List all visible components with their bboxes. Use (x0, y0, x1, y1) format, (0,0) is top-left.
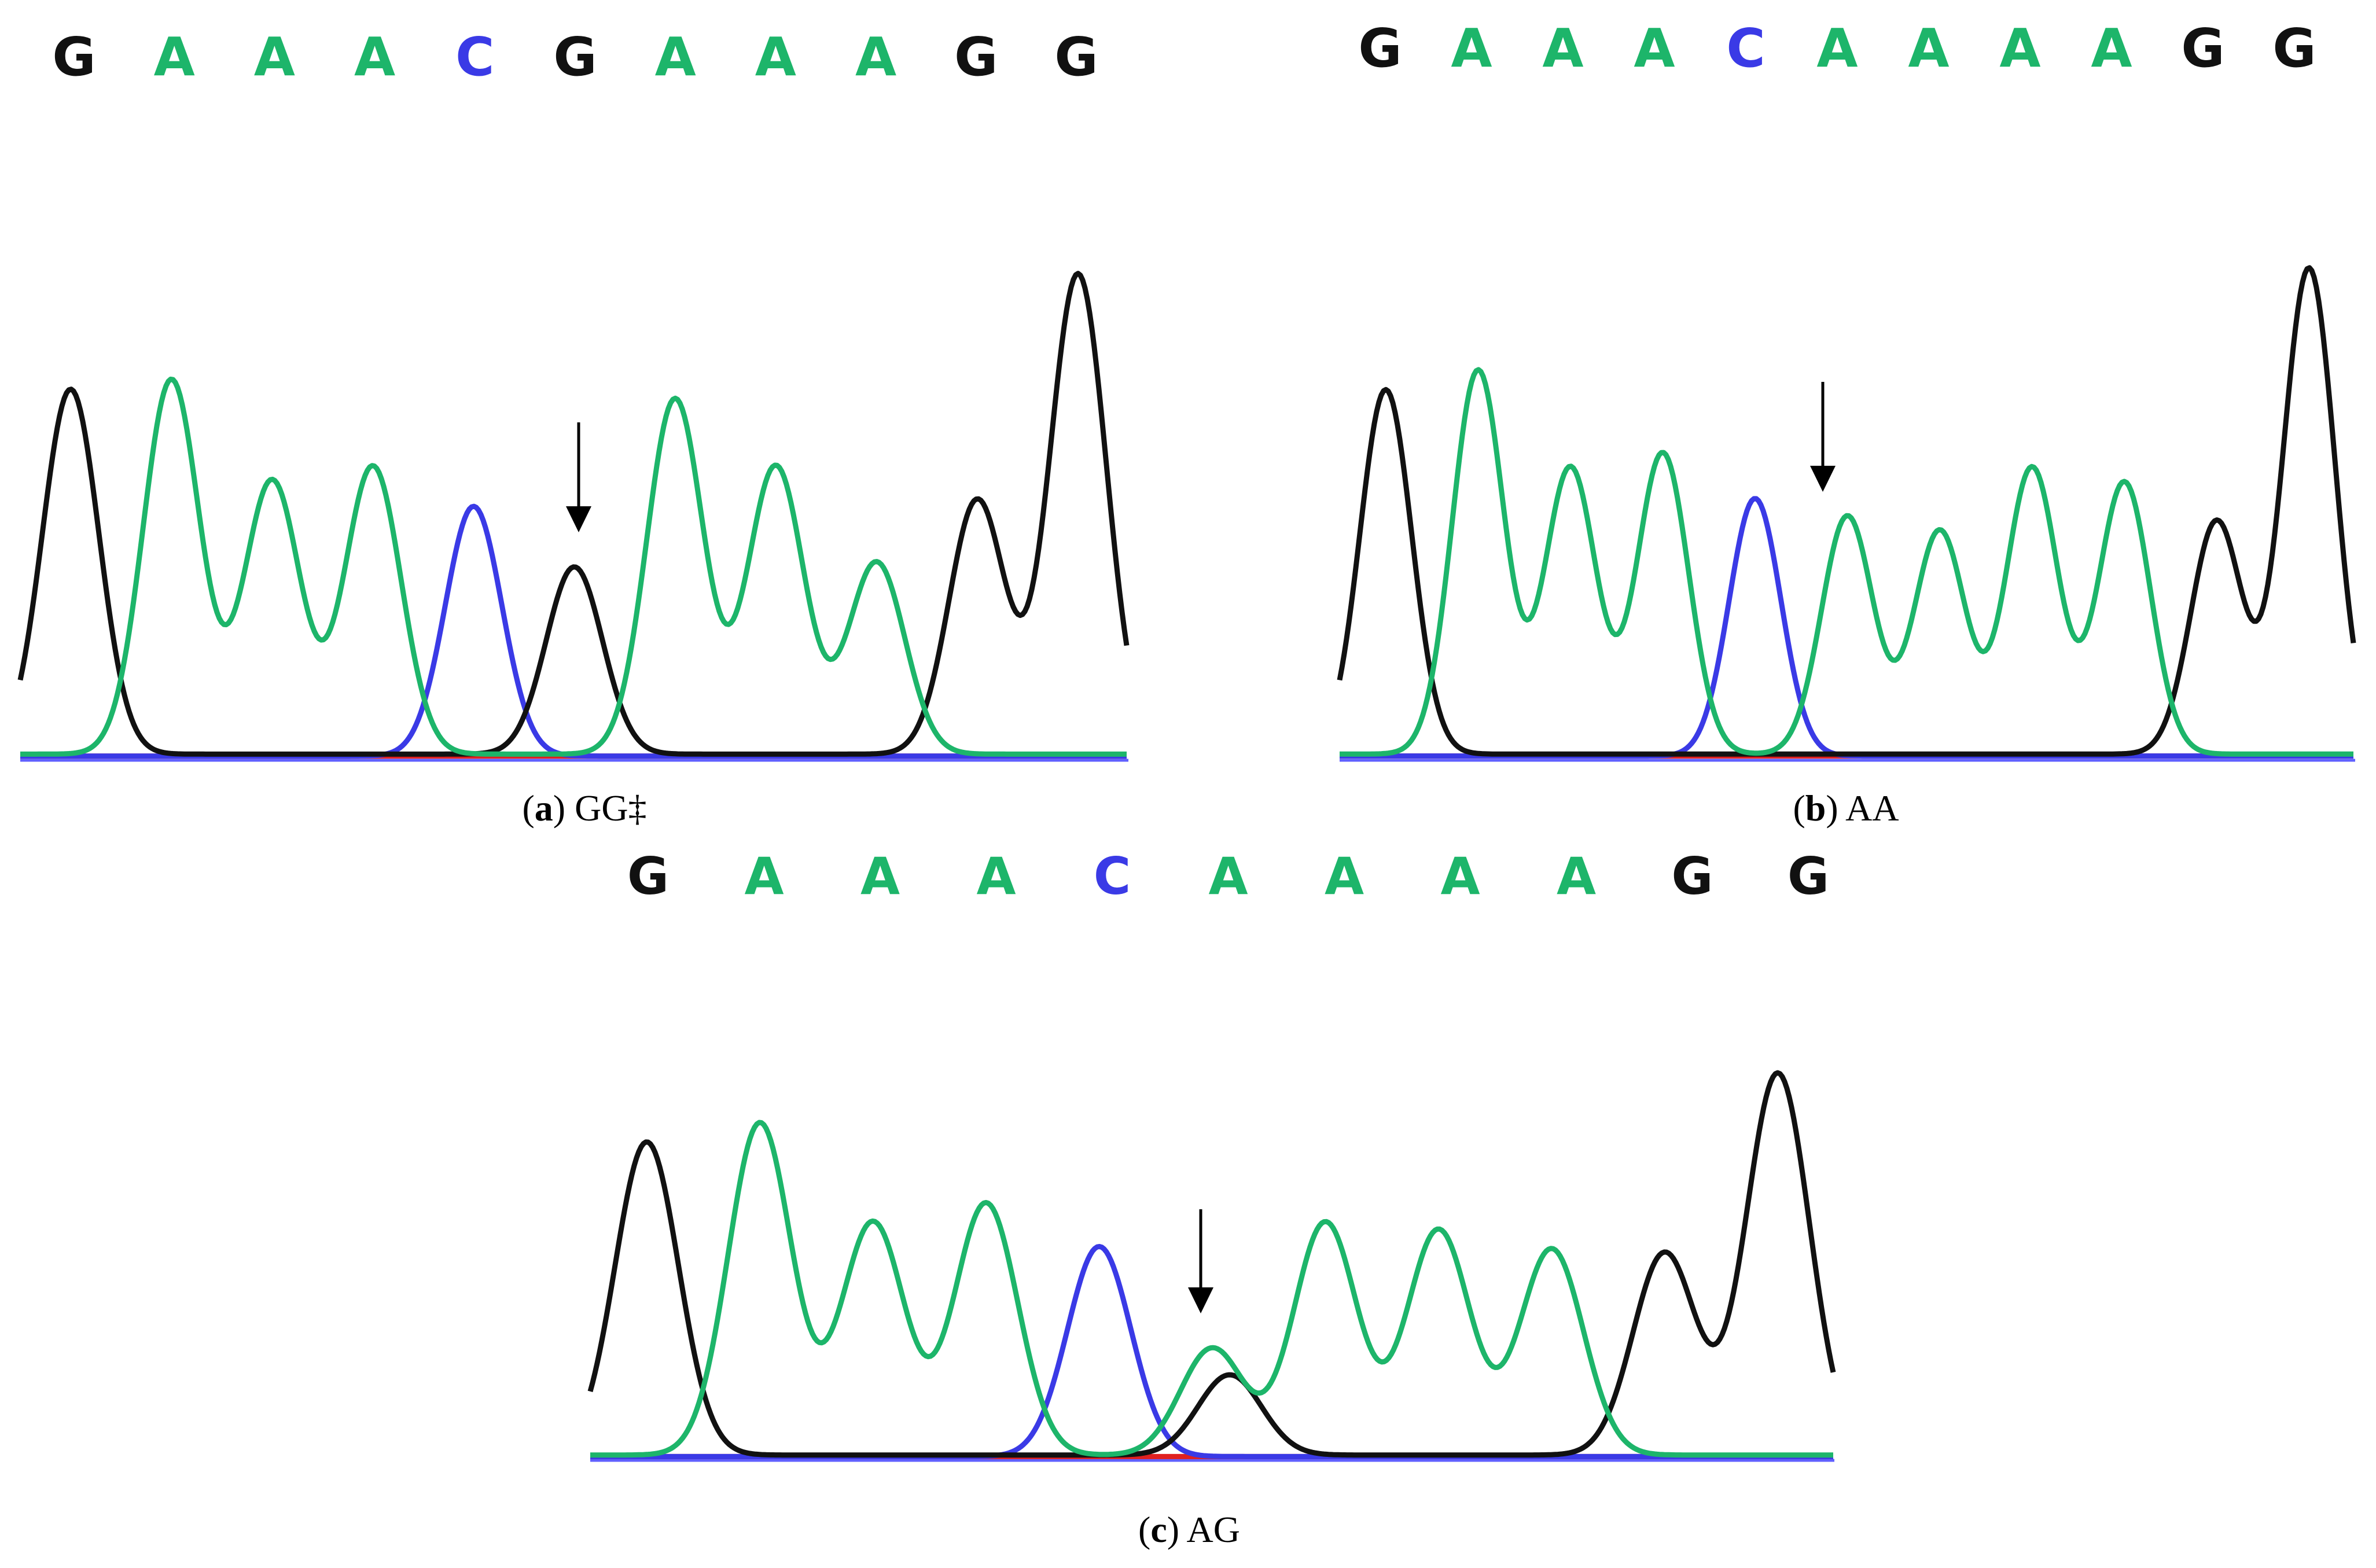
base-letter: A (976, 846, 1016, 906)
arrow-head (566, 506, 591, 532)
base-letter: A (1440, 846, 1480, 906)
base-letter: A (1542, 17, 1583, 79)
base-letter: C (455, 26, 495, 88)
base-letter: A (1908, 17, 1949, 79)
caption-letter: a (535, 787, 553, 829)
snp-arrow (1810, 382, 1836, 492)
base-letter: A (154, 26, 195, 88)
base-letter: G (1671, 846, 1713, 906)
caption-genotype: GG‡ (575, 787, 646, 829)
base-letter: A (744, 846, 784, 906)
base-letter: G (553, 26, 597, 88)
base-letter: G (2181, 17, 2225, 79)
base-letter: G (954, 26, 998, 88)
base-letter: C (1094, 846, 1131, 906)
base-letter: A (755, 26, 796, 88)
base-letter: A (1325, 846, 1364, 906)
caption-letter: b (1805, 787, 1826, 829)
trace-g (587, 1070, 1836, 1458)
trace-area (1337, 265, 2356, 762)
caption-genotype: AG (1187, 1509, 1240, 1550)
arrow-head (1188, 1287, 1213, 1313)
panel-caption: (a) GG‡ (522, 787, 646, 829)
trace-g (17, 271, 1130, 757)
base-letter: A (1816, 17, 1858, 79)
base-letter: A (855, 26, 896, 88)
base-letter: A (655, 26, 696, 88)
base-letter: G (2272, 17, 2316, 79)
panel-caption: (c) AG (1138, 1509, 1240, 1550)
arrow-head (1810, 466, 1836, 492)
trace-area (17, 271, 1130, 762)
base-letter: A (1634, 17, 1675, 79)
base-letter: A (354, 26, 395, 88)
trace-g (1337, 265, 2356, 757)
snp-arrow (1188, 1209, 1213, 1313)
base-letter: A (1451, 17, 1492, 79)
base-letter: G (1787, 846, 1829, 906)
base-letter: G (52, 26, 96, 88)
base-letter: A (860, 846, 900, 906)
snp-arrow (566, 422, 591, 532)
trace-a (1339, 367, 2354, 757)
panel-caption: (b) AA (1793, 787, 1899, 829)
base-letter: A (1208, 846, 1248, 906)
trace-area (587, 1070, 1836, 1462)
base-letter: G (1358, 17, 1402, 79)
base-letter: G (627, 846, 669, 906)
base-letter: C (1726, 17, 1766, 79)
trace-a (20, 376, 1127, 757)
trace-a (590, 1120, 1834, 1458)
caption-letter: c (1150, 1509, 1167, 1550)
base-letter: A (2091, 17, 2132, 79)
caption-genotype: AA (1845, 787, 1899, 829)
base-letter: A (1999, 17, 2040, 79)
trace-c (1339, 496, 2354, 759)
base-letter: A (1557, 846, 1596, 906)
base-letter: G (1054, 26, 1098, 88)
base-letter: A (254, 26, 295, 88)
